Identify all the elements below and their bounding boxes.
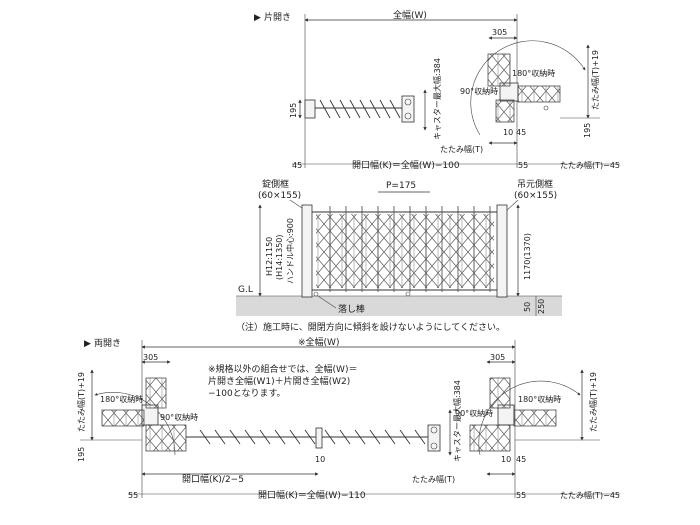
double-height-195: 195 <box>77 447 86 462</box>
double-dim-10b: 10 <box>501 455 511 464</box>
elev-drop-rod: 落し棒 <box>338 303 365 315</box>
section-double-marker: ▶ <box>84 339 91 349</box>
double-fold-180-left: 180°収納時 <box>100 394 143 404</box>
single-right-195: 195 <box>583 123 592 138</box>
double-right-55: 55 <box>516 491 526 500</box>
single-right-55: 55 <box>518 161 528 170</box>
elev-lock-frame-size: (60×155) <box>258 191 301 201</box>
section-single-marker: ▶ <box>254 13 261 23</box>
double-fold-180-right: 180°収納時 <box>518 394 561 404</box>
elev-height-left2: (H14:1350) <box>275 235 284 281</box>
elev-dim-50: 50 <box>523 302 532 312</box>
double-fold-minus: たたみ幅(T)−45 <box>560 490 620 500</box>
double-opening: 開口幅(K)＝全幅(W)−110 <box>258 489 366 501</box>
double-dim-10a: 10 <box>315 455 325 464</box>
double-fold-plus-left: たたみ幅(T)+19 <box>76 372 86 432</box>
double-total-width: ※全幅(W) <box>298 336 339 348</box>
single-left-45: 45 <box>292 161 302 170</box>
double-fold-305-right: 305 <box>490 353 505 362</box>
single-folded-width: たたみ幅(T) <box>440 144 483 154</box>
double-half-opening: 開口幅(K)/2−5 <box>182 473 244 485</box>
double-note-line1: ※規格以外の組合せでは、全幅(W)＝ <box>208 363 357 375</box>
elev-gate <box>301 204 508 298</box>
double-folded-width: たたみ幅(T) <box>412 474 455 484</box>
elev-pitch: P=175 <box>386 181 416 191</box>
double-fold-305-left: 305 <box>143 353 158 362</box>
single-dim-45: 45 <box>516 128 526 137</box>
double-note-line3: −100となります。 <box>208 388 286 399</box>
single-fold-90: 90°収納時 <box>460 86 498 96</box>
double-left-folded-gate <box>101 377 187 452</box>
elev-dim-250: 250 <box>537 299 546 314</box>
section-elevation: 錠側框 (60×155) P=175 吊元側框 (60×155) G.L <box>236 178 562 333</box>
section-single-title: 片開き <box>264 11 291 23</box>
section-double: ▶ 両開き ※全幅(W) 305 305 ※規格以外の組合せでは、全幅(W)＝ … <box>76 336 620 501</box>
elev-lock-frame: 錠側框 <box>262 178 289 190</box>
section-single: ▶ 片開き 全幅(W) 305 180°収納時 90°収納時 <box>254 9 620 171</box>
section-double-title: 両開き <box>94 338 121 349</box>
double-note-line2: 片開き全幅(W1)＋片開き全幅(W2) <box>208 375 350 387</box>
single-fold-minus: たたみ幅(T)−45 <box>560 160 620 170</box>
single-opening: 開口幅(K)＝全幅(W)−100 <box>352 159 460 171</box>
single-folded-gate <box>487 53 561 123</box>
double-fold-plus-right: たたみ幅(T)+19 <box>588 372 598 432</box>
single-extended-gate <box>304 95 415 123</box>
double-fold-90-right: 90°収納時 <box>455 408 493 418</box>
elev-hinge-frame: 吊元側框 <box>517 178 553 190</box>
elev-height-right: 1170(1370) <box>523 233 532 280</box>
single-fold-180: 180°収納時 <box>512 68 555 78</box>
double-right-folded-gate <box>469 377 557 452</box>
elev-note: （注）施工時に、開閉方向に傾斜を設けないようにしてください。 <box>236 321 505 333</box>
single-caster: キャスター最大幅:384 <box>432 58 442 140</box>
double-fold-90-left: 90°収納時 <box>160 412 198 422</box>
double-extended-gate <box>186 424 441 452</box>
elev-handle: ハンドル中心:900 <box>285 218 295 284</box>
double-dim-45: 45 <box>516 455 526 464</box>
elev-gl: G.L <box>238 285 253 295</box>
single-fold-305: 305 <box>492 28 507 37</box>
single-dim-10: 10 <box>503 128 513 137</box>
double-caster: キャスター最大幅:384 <box>452 380 462 462</box>
single-fold-plus: たたみ幅(T)+19 <box>590 50 600 110</box>
double-left-55: 55 <box>128 491 138 500</box>
single-height-195: 195 <box>289 103 298 118</box>
single-total-width: 全幅(W) <box>393 9 427 21</box>
elev-height-left: H12:1150 <box>265 237 274 276</box>
elev-hinge-frame-size: (60×155) <box>514 191 557 201</box>
